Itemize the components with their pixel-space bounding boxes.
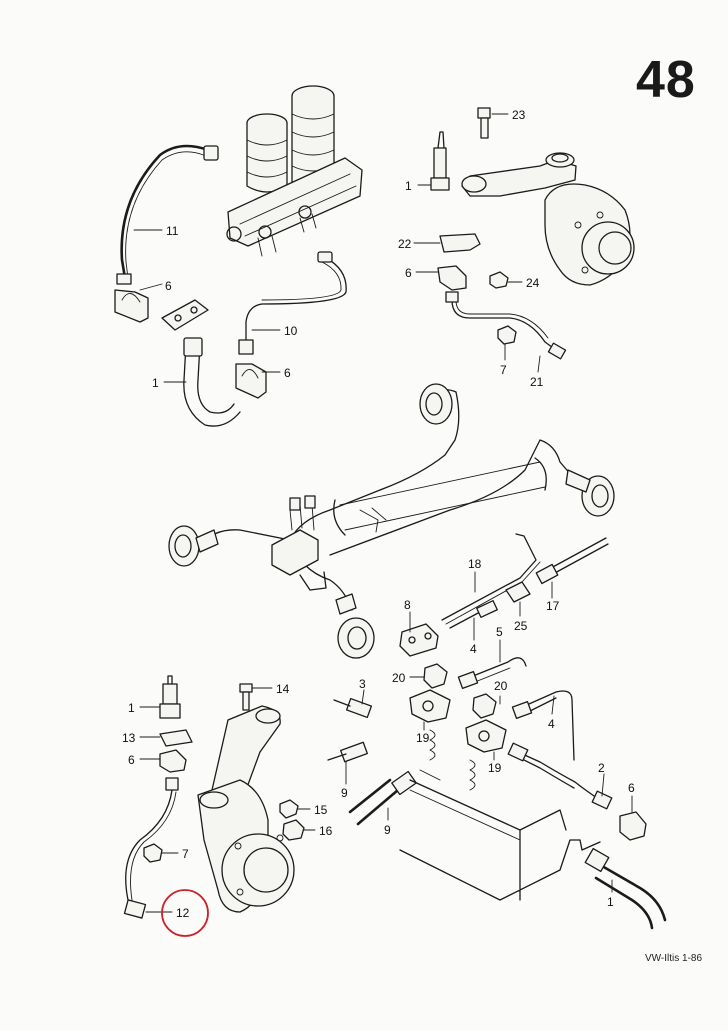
brake-line-routing-overview	[168, 383, 615, 659]
callout-6: 6	[128, 753, 135, 767]
highlight-circle-12	[161, 889, 209, 937]
callout-6: 6	[405, 266, 412, 280]
callout-9: 9	[341, 786, 348, 800]
callouts: 23 1 22 6 24 7 21 11 6 10 1 6 18 8 17 25…	[122, 108, 635, 920]
knuckle-assembly-bottom	[123, 675, 305, 919]
callout-1: 1	[152, 376, 159, 390]
knuckle-assembly-top	[430, 107, 635, 360]
callout-5: 5	[496, 625, 503, 639]
callout-13: 13	[122, 731, 136, 745]
callout-15: 15	[314, 803, 328, 817]
callout-3: 3	[359, 677, 366, 691]
page-number: 48	[636, 51, 696, 109]
callout-14: 14	[276, 682, 290, 696]
callout-9: 9	[384, 823, 391, 837]
callout-12: 12	[176, 906, 190, 920]
reservoir-left	[246, 113, 288, 193]
callout-2: 2	[598, 761, 605, 775]
callout-21: 21	[530, 375, 544, 389]
callout-7: 7	[500, 363, 507, 377]
callout-24: 24	[526, 276, 540, 290]
callout-4: 4	[470, 642, 477, 656]
master-cylinder-body	[227, 157, 363, 247]
callout-18: 18	[468, 557, 482, 571]
callout-19: 19	[416, 731, 430, 745]
callout-23: 23	[512, 108, 526, 122]
callout-1: 1	[128, 701, 135, 715]
callout-6: 6	[284, 366, 291, 380]
lines-center-right	[399, 533, 609, 657]
callout-7: 7	[182, 847, 189, 861]
callout-25: 25	[514, 619, 528, 633]
callout-6: 6	[628, 781, 635, 795]
callout-10: 10	[284, 324, 298, 338]
callout-17: 17	[546, 599, 560, 613]
callout-20: 20	[392, 671, 406, 685]
document-reference: VW-Iltis 1-86	[645, 953, 703, 964]
callout-6: 6	[165, 279, 172, 293]
callout-22: 22	[398, 237, 412, 251]
fittings-lower	[327, 657, 667, 930]
callout-1: 1	[607, 895, 614, 909]
master-cylinder-assembly	[114, 85, 363, 427]
callout-11: 11	[166, 224, 179, 238]
callout-20: 20	[494, 679, 508, 693]
callout-16: 16	[319, 824, 333, 838]
callout-8: 8	[404, 598, 411, 612]
callout-4: 4	[548, 717, 555, 731]
callout-19: 19	[488, 761, 502, 775]
callout-1: 1	[405, 179, 412, 193]
